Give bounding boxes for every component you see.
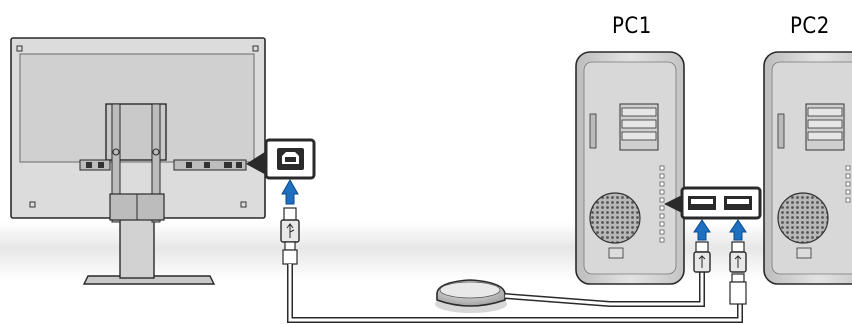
pc1-label: PC1: [612, 14, 652, 39]
pc2-label: PC2: [790, 14, 830, 39]
usb-a-port-icon: [688, 196, 716, 210]
usb-a-cable-plug: [694, 242, 710, 272]
usb-hub-device: [435, 280, 507, 313]
up-arrow-icon: [282, 180, 298, 204]
pc2-tower: [764, 52, 852, 284]
usb-b-port-icon: [277, 148, 304, 170]
monitor-stand-neck: [120, 214, 154, 278]
pc1-tower: [576, 52, 684, 284]
usb-a-port-icon: [724, 196, 752, 210]
usb-b-cable-plug: [281, 208, 299, 264]
